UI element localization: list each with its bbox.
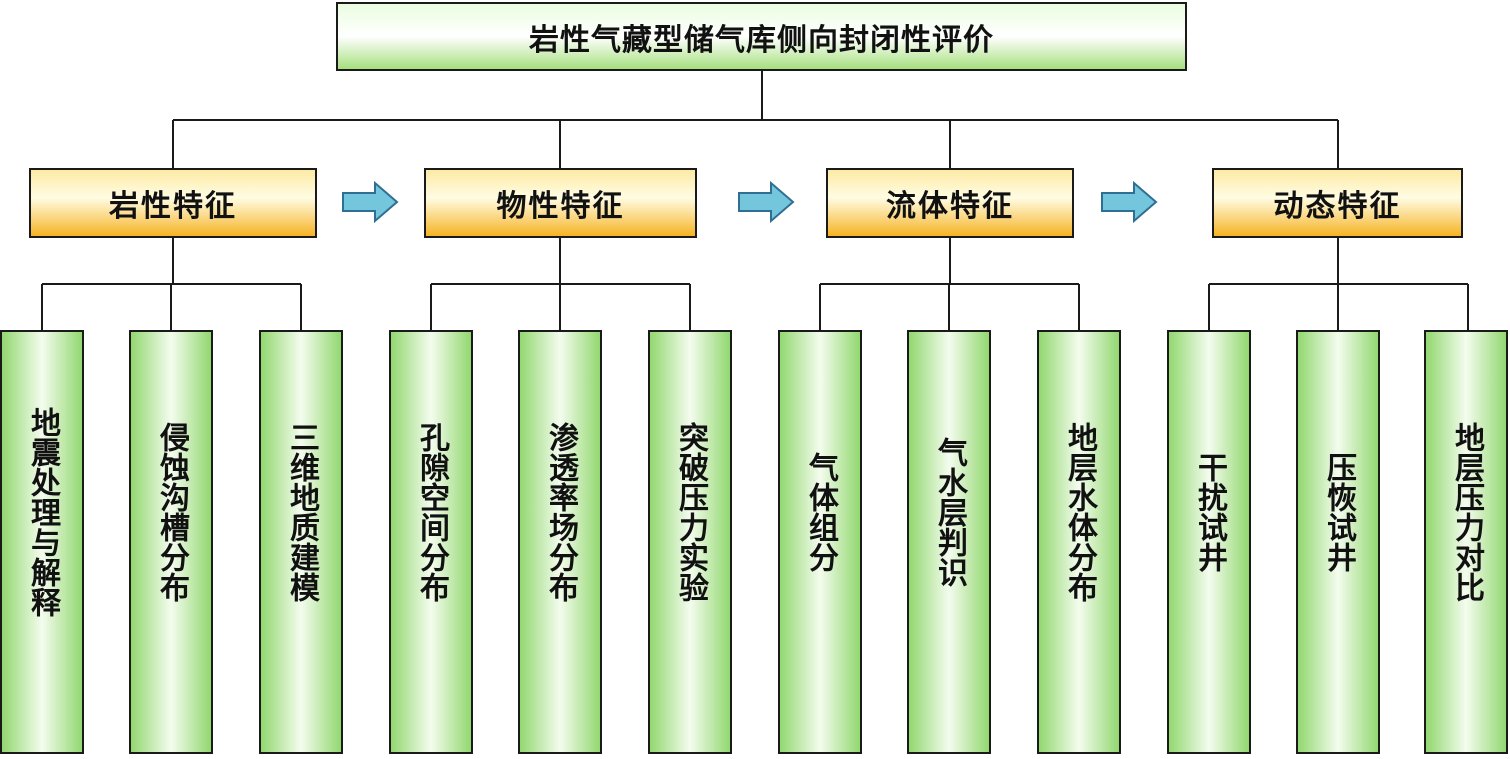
leaf-box: 压恢试井 bbox=[1296, 330, 1380, 754]
leaf-box: 三维地质建模 bbox=[259, 330, 343, 754]
leaf-label: 地层压力对比 bbox=[1449, 422, 1484, 602]
leaf-label: 气水层判识 bbox=[932, 437, 967, 587]
category-label: 物性特征 bbox=[496, 189, 625, 224]
leaf-box: 气水层判识 bbox=[907, 330, 991, 754]
leaf-label: 地震处理与解释 bbox=[25, 407, 60, 617]
leaf-label: 干扰试井 bbox=[1192, 452, 1227, 572]
leaf-box: 气体组分 bbox=[778, 330, 862, 754]
category-label: 动态特征 bbox=[1273, 189, 1402, 224]
category-label: 流体特征 bbox=[886, 189, 1014, 224]
category-box-lithology: 岩性特征 bbox=[29, 168, 317, 238]
leaf-label: 地层水体分布 bbox=[1062, 422, 1097, 602]
leaf-box: 地震处理与解释 bbox=[0, 330, 84, 754]
leaf-label: 气体组分 bbox=[803, 452, 838, 572]
category-label: 岩性特征 bbox=[109, 189, 237, 224]
leaf-box: 地层压力对比 bbox=[1424, 330, 1508, 754]
category-box-fluid: 流体特征 bbox=[826, 168, 1074, 238]
flow-arrow-icon bbox=[738, 180, 795, 224]
leaf-label: 三维地质建模 bbox=[284, 422, 319, 602]
leaf-box: 突破压力实验 bbox=[648, 330, 732, 754]
root-title: 岩性气藏型储气库侧向封闭性评价 bbox=[529, 22, 994, 58]
leaf-box: 孔隙空间分布 bbox=[389, 330, 473, 754]
leaf-label: 孔隙空间分布 bbox=[414, 422, 449, 602]
category-box-dynamic: 动态特征 bbox=[1212, 168, 1463, 238]
leaf-label: 渗透率场分布 bbox=[543, 422, 578, 602]
category-box-physical-properties: 物性特征 bbox=[424, 168, 697, 238]
leaf-label: 压恢试井 bbox=[1321, 452, 1356, 572]
leaf-label: 侵蚀沟槽分布 bbox=[154, 422, 189, 602]
flow-arrow-icon bbox=[1101, 180, 1158, 224]
flow-arrow-icon bbox=[342, 180, 399, 224]
leaf-box: 干扰试井 bbox=[1167, 330, 1251, 754]
leaf-box: 渗透率场分布 bbox=[518, 330, 602, 754]
leaf-box: 地层水体分布 bbox=[1037, 330, 1121, 754]
leaf-label: 突破压力实验 bbox=[673, 422, 708, 602]
root-title-box: 岩性气藏型储气库侧向封闭性评价 bbox=[336, 2, 1187, 71]
leaf-box: 侵蚀沟槽分布 bbox=[129, 330, 213, 754]
